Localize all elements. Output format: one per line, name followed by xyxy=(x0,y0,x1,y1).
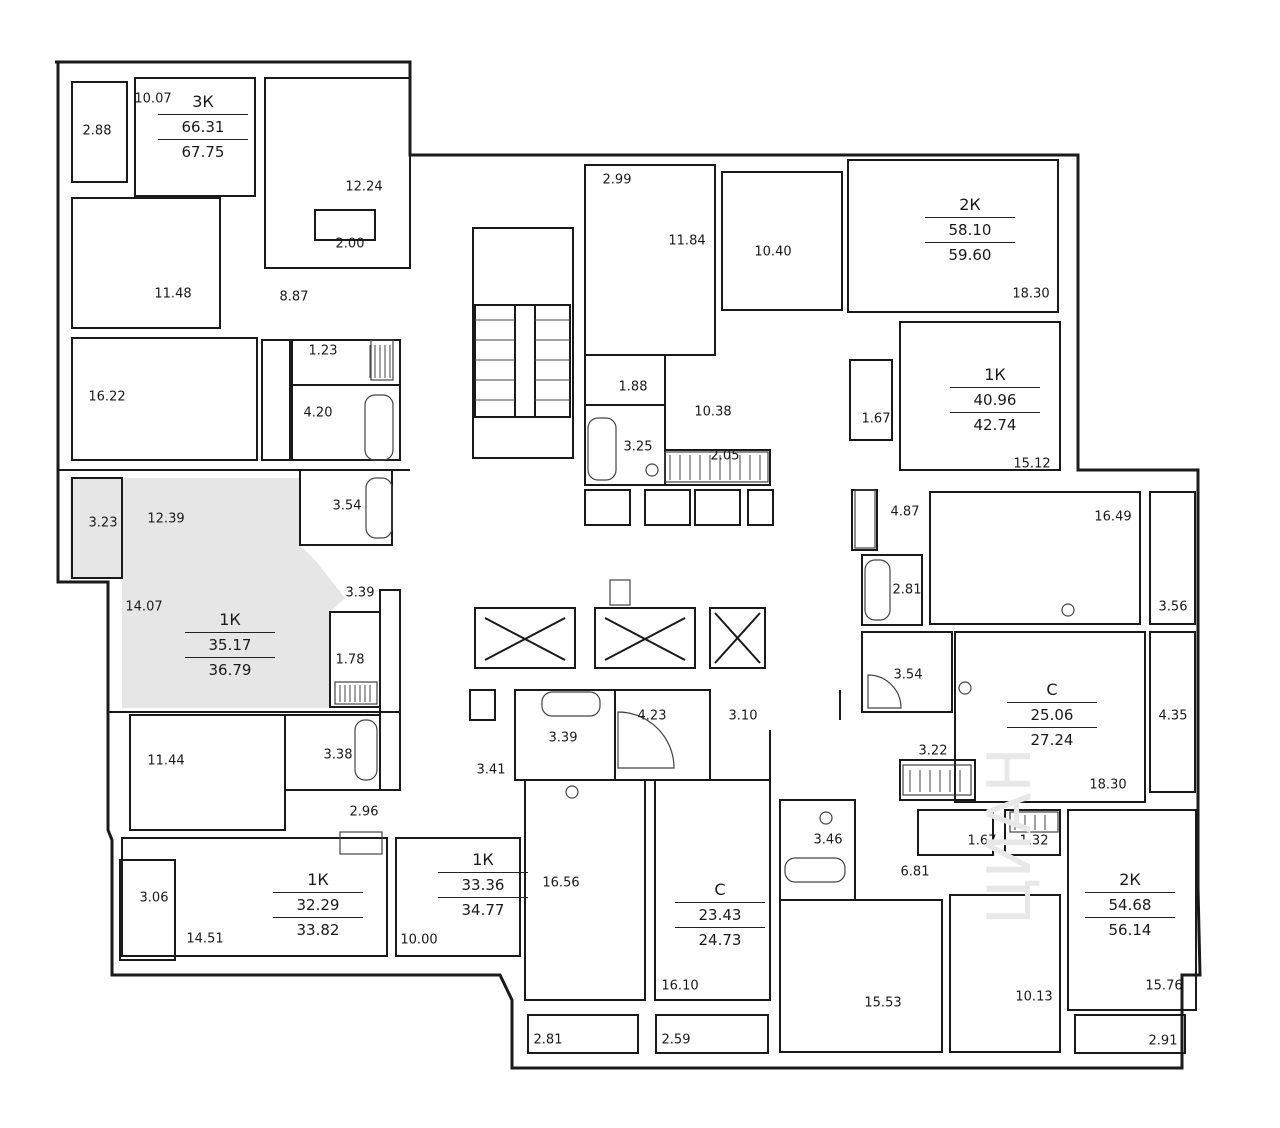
room-area-label: 3.25 xyxy=(623,439,653,455)
apartment-type: С xyxy=(1046,680,1058,699)
apartment-total: 59.60 xyxy=(925,242,1015,265)
room-area-label: 10.07 xyxy=(134,91,172,107)
room-area-label: 3.39 xyxy=(345,585,375,601)
apartment-total: 33.82 xyxy=(273,917,363,940)
apartment-type: 1К xyxy=(472,850,494,869)
room-area-label: 3.23 xyxy=(88,515,118,531)
apartment-living: 23.43 xyxy=(675,902,765,925)
room-area-label: 2.05 xyxy=(710,448,740,464)
room-area-label: 8.87 xyxy=(279,289,309,305)
room-area-label: 16.10 xyxy=(661,978,699,994)
room-area-label: 1.32 xyxy=(1019,833,1049,849)
room-area-label: 3.38 xyxy=(323,747,353,763)
room-area-label: 1.67 xyxy=(861,411,891,427)
room-area-label: 2.96 xyxy=(349,804,379,820)
room-area-label: 4.23 xyxy=(637,708,667,724)
room-area-label: 4.20 xyxy=(303,405,333,421)
apartment-living: 32.29 xyxy=(273,892,363,915)
apartment-type: 1К xyxy=(984,365,1006,384)
apartment-total: 56.14 xyxy=(1085,917,1175,940)
room-area-label: 2.59 xyxy=(661,1032,691,1048)
room-area-label: 11.44 xyxy=(147,753,185,769)
room-area-label: 15.76 xyxy=(1145,978,1183,994)
room-area-label: 2.88 xyxy=(82,123,112,139)
room-area-label: 18.30 xyxy=(1089,777,1127,793)
room-area-label: 2.81 xyxy=(533,1032,563,1048)
room-area-label: 3.06 xyxy=(139,890,169,906)
apartment-living: 40.96 xyxy=(950,387,1040,410)
room-area-label: 3.10 xyxy=(728,708,758,724)
room-area-label: 11.48 xyxy=(154,286,192,302)
room-area-label: 3.56 xyxy=(1158,599,1188,615)
room-area-label: 10.38 xyxy=(694,404,732,420)
apartment-type: 3К xyxy=(192,92,214,111)
room-area-label: 4.87 xyxy=(890,504,920,520)
apartment-type: 1К xyxy=(307,870,329,889)
room-area-label: 16.56 xyxy=(542,875,580,891)
apartment-living: 66.31 xyxy=(158,114,248,137)
room-area-label: 1.23 xyxy=(308,343,338,359)
room-area-label: 12.24 xyxy=(345,179,383,195)
fixtures xyxy=(334,339,1075,883)
apartment-type: 2К xyxy=(1119,870,1141,889)
room-area-label: 3.41 xyxy=(476,762,506,778)
apartment-total: 34.77 xyxy=(438,897,528,920)
room-area-label: 3.46 xyxy=(813,832,843,848)
room-area-label: 14.07 xyxy=(125,599,163,615)
room-area-label: 6.81 xyxy=(900,864,930,880)
room-area-label: 11.84 xyxy=(668,233,706,249)
room-area-label: 16.49 xyxy=(1094,509,1132,525)
room-area-label: 3.54 xyxy=(332,498,362,514)
room-area-label: 10.40 xyxy=(754,244,792,260)
room-area-label: 1.67 xyxy=(967,833,997,849)
watermark: ЦИАН xyxy=(975,747,1045,925)
room-area-label: 15.53 xyxy=(864,995,902,1011)
highlighted-apartment-fill xyxy=(70,478,345,708)
room-area-label: 15.12 xyxy=(1013,456,1051,472)
room-area-label: 3.39 xyxy=(548,730,578,746)
room-area-label: 14.51 xyxy=(186,931,224,947)
inner-walls xyxy=(58,77,1197,1054)
apartment-living: 25.06 xyxy=(1007,702,1097,725)
room-area-label: 2.99 xyxy=(602,172,632,188)
apartment-living: 54.68 xyxy=(1085,892,1175,915)
apartment-living: 35.17 xyxy=(185,632,275,655)
room-area-label: 2.81 xyxy=(892,582,922,598)
outer-walls xyxy=(55,60,1202,1070)
apartment-type: 1К xyxy=(219,610,241,629)
apartment-living: 33.36 xyxy=(438,872,528,895)
apartment-total: 24.73 xyxy=(675,927,765,950)
room-area-label: 1.78 xyxy=(335,652,365,668)
room-area-label: 10.00 xyxy=(400,932,438,948)
room-area-label: 2.91 xyxy=(1148,1033,1178,1049)
room-area-label: 10.13 xyxy=(1015,989,1053,1005)
room-area-label: 18.30 xyxy=(1012,286,1050,302)
room-area-label: 4.35 xyxy=(1158,708,1188,724)
room-area-label: 2.00 xyxy=(335,236,365,252)
apartment-total: 36.79 xyxy=(185,657,275,680)
room-area-label: 1.88 xyxy=(618,379,648,395)
apartment-total: 67.75 xyxy=(158,139,248,162)
room-area-label: 3.54 xyxy=(893,667,923,683)
apartment-total: 27.24 xyxy=(1007,727,1097,750)
room-area-label: 12.39 xyxy=(147,511,185,527)
room-area-label: 3.22 xyxy=(918,743,948,759)
apartment-total: 42.74 xyxy=(950,412,1040,435)
room-area-label: 16.22 xyxy=(88,389,126,405)
apartment-living: 58.10 xyxy=(925,217,1015,240)
apartment-type: 2К xyxy=(959,195,981,214)
apartment-type: С xyxy=(714,880,726,899)
hatching xyxy=(339,319,1046,830)
